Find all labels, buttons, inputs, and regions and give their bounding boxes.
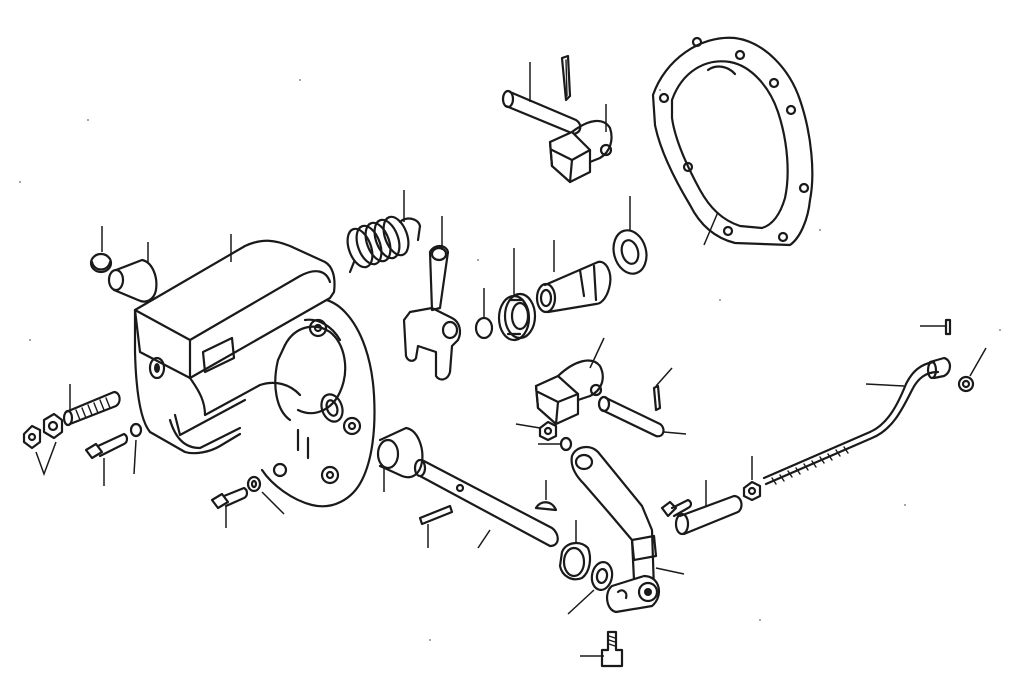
ball bbox=[474, 288, 494, 340]
shaft bbox=[413, 458, 559, 549]
nut-small bbox=[515, 420, 558, 442]
lock-nuts bbox=[22, 412, 64, 477]
adjusting-screw bbox=[62, 384, 121, 427]
lever-block-middle bbox=[534, 337, 605, 426]
washer-right bbox=[957, 347, 987, 393]
scan-specks bbox=[19, 79, 1001, 641]
plug-small bbox=[89, 226, 113, 274]
spring-seat bbox=[497, 248, 537, 342]
clamp-bolt bbox=[580, 630, 624, 668]
plunger bbox=[535, 240, 612, 314]
washer-small bbox=[538, 436, 573, 452]
bell-crank-lever bbox=[570, 446, 685, 614]
cotter-pin-top bbox=[560, 54, 572, 102]
control-rod bbox=[762, 356, 952, 486]
cotter-pin-middle bbox=[652, 367, 673, 412]
lever-block-top bbox=[548, 104, 613, 184]
pin-middle bbox=[597, 395, 687, 438]
split-pin-lower bbox=[418, 504, 454, 548]
collar bbox=[558, 520, 592, 581]
washer-top bbox=[612, 196, 648, 275]
bushing-left bbox=[107, 242, 158, 303]
bolt-with-washer bbox=[84, 422, 143, 486]
torsion-spring bbox=[346, 190, 422, 274]
bolt-short bbox=[660, 498, 693, 518]
housing-cover bbox=[133, 234, 376, 508]
nut-rod bbox=[742, 456, 762, 502]
key bbox=[534, 480, 558, 512]
bushing-center bbox=[376, 426, 424, 492]
sleeve bbox=[674, 480, 743, 536]
bolt-lower bbox=[210, 475, 285, 528]
cover-gasket bbox=[651, 36, 814, 247]
washer-lower bbox=[567, 561, 614, 615]
fork-lever bbox=[402, 216, 462, 381]
cotter-pin-right bbox=[920, 318, 952, 336]
